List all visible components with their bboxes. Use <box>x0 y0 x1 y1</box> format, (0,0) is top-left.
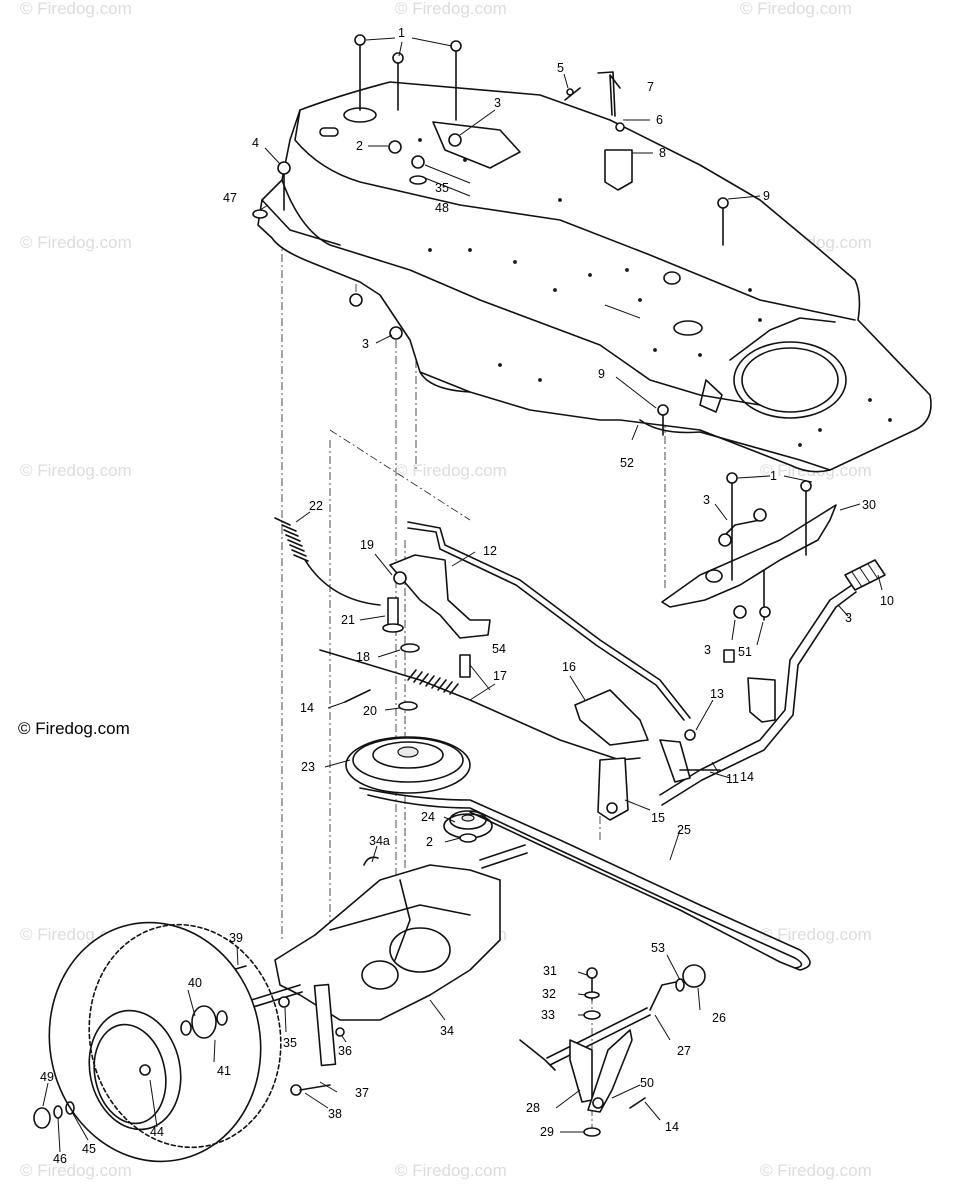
callout-2: 2 <box>426 835 433 849</box>
transaxle-34 <box>231 844 528 1096</box>
watermark-text: © Firedog.com <box>395 461 507 480</box>
watermark-text: © Firedog.com <box>20 461 132 480</box>
callout-3: 3 <box>845 611 852 625</box>
watermark-text: © Firedog.com <box>740 0 852 18</box>
callout-16: 16 <box>562 660 576 674</box>
leader-lines <box>42 37 883 1153</box>
callout-50: 50 <box>640 1076 654 1090</box>
watermark-text: © Firedog.com <box>20 1161 132 1180</box>
callout-14: 14 <box>665 1120 679 1134</box>
callout-47: 47 <box>223 191 237 205</box>
callout-36: 36 <box>338 1044 352 1058</box>
watermark-text: © Firedog.com <box>395 1161 507 1180</box>
watermark-text: © Firedog.com <box>760 925 872 944</box>
callout-34a: 34a <box>369 834 390 848</box>
callout-15: 15 <box>651 811 665 825</box>
bracket-30 <box>661 472 837 663</box>
callout-23: 23 <box>301 760 315 774</box>
callout-51: 51 <box>738 645 752 659</box>
callout-2: 2 <box>356 139 363 153</box>
callout-25: 25 <box>677 823 691 837</box>
callout-3: 3 <box>704 643 711 657</box>
callout-12: 12 <box>483 544 497 558</box>
wheel-tire <box>33 921 282 1163</box>
watermark-text: © Firedog.com <box>20 0 132 18</box>
bracket-16 <box>574 689 721 821</box>
callout-14: 14 <box>300 701 314 715</box>
callout-labels: 1 1 2 2 3 3 3 3 3 4 5 6 7 8 9 9 10 11 12… <box>40 26 894 1166</box>
callout-13: 13 <box>710 687 724 701</box>
callout-35: 35 <box>435 181 449 195</box>
callout-38: 38 <box>328 1107 342 1121</box>
callout-17: 17 <box>493 669 507 683</box>
frame-bolts <box>252 34 729 436</box>
pedal-rod <box>659 559 886 806</box>
shift-lever <box>519 964 706 1137</box>
callout-22: 22 <box>309 499 323 513</box>
callout-3: 3 <box>703 493 710 507</box>
watermark-text: © Firedog.com <box>395 0 507 18</box>
copyright-label: © Firedog.com <box>18 719 130 738</box>
rod-12 <box>407 521 691 721</box>
callout-40: 40 <box>188 976 202 990</box>
callout-32: 32 <box>542 987 556 1001</box>
callout-10: 10 <box>880 594 894 608</box>
callout-4: 4 <box>252 136 259 150</box>
callout-46: 46 <box>53 1152 67 1166</box>
callout-54: 54 <box>492 642 506 656</box>
callout-33: 33 <box>541 1008 555 1022</box>
callout-8: 8 <box>659 146 666 160</box>
pulley-23 <box>345 736 471 794</box>
callout-30: 30 <box>862 498 876 512</box>
callout-45: 45 <box>82 1142 96 1156</box>
callout-21: 21 <box>341 613 355 627</box>
callout-19: 19 <box>360 538 374 552</box>
callout-3: 3 <box>494 96 501 110</box>
assembly-dash-lines <box>281 129 724 1135</box>
callout-28: 28 <box>526 1101 540 1115</box>
callout-41: 41 <box>217 1064 231 1078</box>
callout-34: 34 <box>440 1024 454 1038</box>
callout-26: 26 <box>712 1011 726 1025</box>
callout-37: 37 <box>355 1086 369 1100</box>
callout-35: 35 <box>283 1036 297 1050</box>
idler-bracket <box>274 517 491 678</box>
watermark-text: © Firedog.com <box>20 233 132 252</box>
callout-49: 49 <box>40 1070 54 1084</box>
callout-6: 6 <box>656 113 663 127</box>
callout-20: 20 <box>363 704 377 718</box>
callout-31: 31 <box>543 964 557 978</box>
callout-39: 39 <box>229 931 243 945</box>
callout-3: 3 <box>362 337 369 351</box>
callout-9: 9 <box>763 189 770 203</box>
callout-29: 29 <box>540 1125 554 1139</box>
callout-9: 9 <box>598 367 605 381</box>
callout-1: 1 <box>398 26 405 40</box>
callout-48: 48 <box>435 201 449 215</box>
callout-14: 14 <box>740 770 754 784</box>
callout-7: 7 <box>647 80 654 94</box>
belt-25 <box>359 787 811 971</box>
watermark-text: © Firedog.com <box>760 1161 872 1180</box>
callout-53: 53 <box>651 941 665 955</box>
callout-11: 11 <box>726 772 739 786</box>
callout-24: 24 <box>421 810 435 824</box>
callout-27: 27 <box>677 1044 691 1058</box>
callout-18: 18 <box>356 650 370 664</box>
callout-52: 52 <box>620 456 634 470</box>
callout-5: 5 <box>557 61 564 75</box>
callout-1: 1 <box>770 469 777 483</box>
callout-44: 44 <box>150 1125 164 1139</box>
